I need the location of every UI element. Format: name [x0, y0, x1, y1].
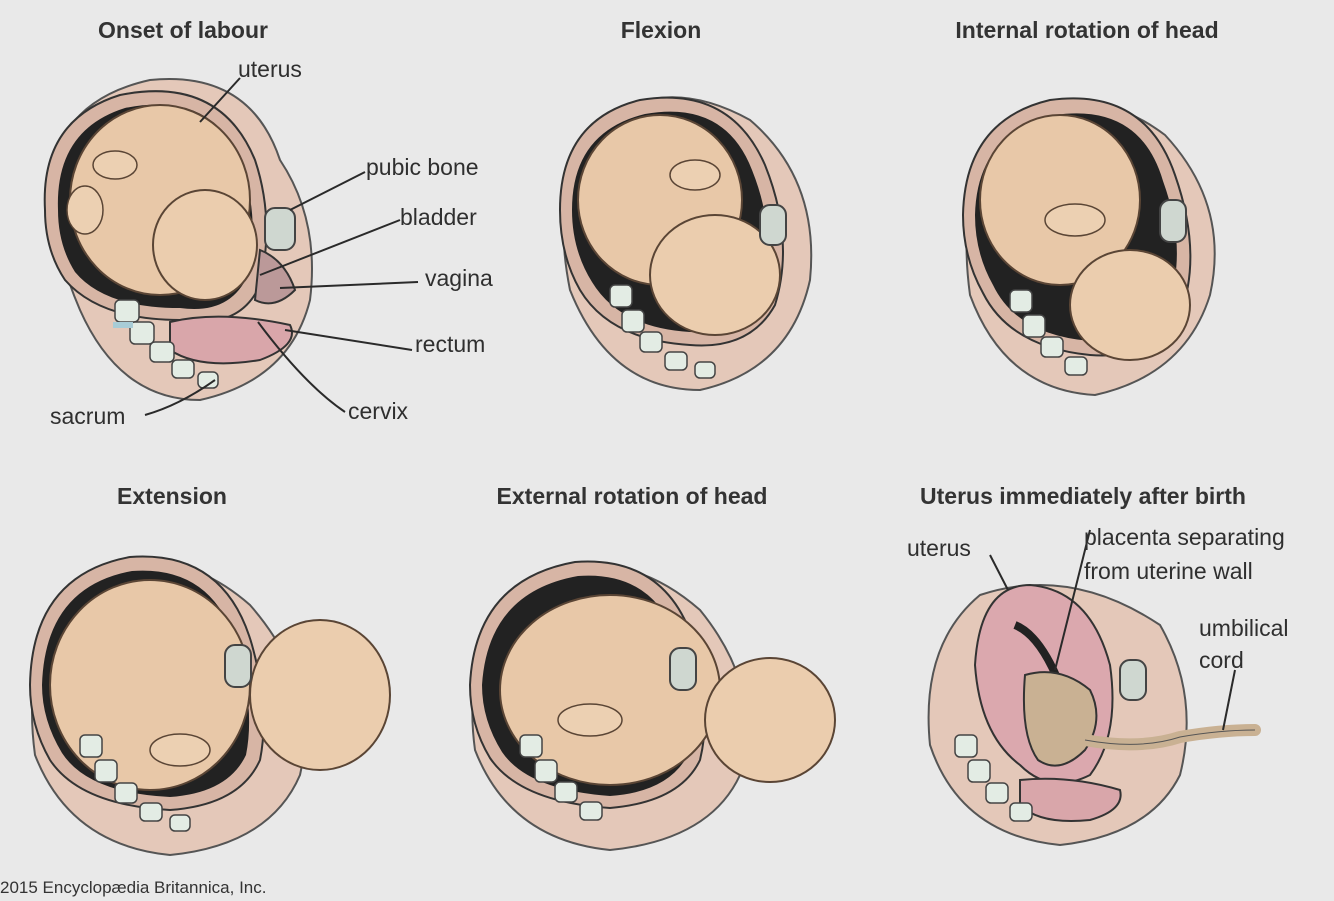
- sacrum-vertebrae: [1009, 289, 1088, 376]
- leader-rectum: [284, 329, 413, 351]
- leader-vagina: [279, 281, 419, 289]
- fetus-head: [704, 657, 836, 783]
- fetus-foot: [92, 150, 138, 180]
- leader-uterus: [199, 77, 241, 123]
- after-birth-illustration: [927, 529, 1261, 847]
- sacrum-vertebrae: [609, 284, 716, 379]
- label-uterus: uterus: [238, 56, 302, 82]
- fetus-foot: [1044, 203, 1106, 237]
- pubic-bone: [1159, 199, 1187, 243]
- label-cord-line2: cord: [1199, 647, 1244, 673]
- pubic-bone: [224, 644, 252, 688]
- label-cervix: cervix: [348, 398, 409, 424]
- fetus-head: [1069, 249, 1191, 361]
- fetus-body: [979, 114, 1141, 286]
- leader-cord: [1222, 669, 1236, 731]
- copyright-credit: 2015 Encyclopædia Britannica, Inc.: [0, 878, 267, 897]
- bladder-vagina: [253, 248, 297, 305]
- label-placenta-line2: from uterine wall: [1084, 558, 1253, 584]
- leader-cervix: [257, 321, 346, 413]
- label-after-uterus: uterus: [907, 535, 971, 561]
- fetus-head: [649, 214, 781, 336]
- leader-placenta: [1054, 529, 1091, 671]
- panel-title-after-birth: Uterus immediately after birth: [920, 483, 1246, 509]
- placenta: [1022, 671, 1098, 767]
- leader-pubic-bone: [289, 171, 366, 211]
- panel-title-extension: Extension: [117, 483, 227, 509]
- sacrum-vertebrae: [79, 734, 191, 832]
- label-sacrum: sacrum: [50, 403, 126, 429]
- fetus-foot: [557, 703, 623, 737]
- panel-title-internal-rotation: Internal rotation of head: [955, 17, 1219, 43]
- sacrum-vertebrae: [519, 734, 603, 821]
- fetus-foot: [669, 159, 721, 191]
- onset-illustration: [43, 77, 419, 416]
- panel-title-flexion: Flexion: [620, 17, 702, 43]
- flexion-illustration: [558, 96, 813, 392]
- label-cord-line1: umbilical: [1199, 615, 1289, 641]
- pubic-bone: [264, 207, 296, 251]
- fetus-foot: [149, 733, 211, 767]
- fetus-head: [249, 619, 391, 771]
- fetus-body: [49, 579, 251, 791]
- label-rectum: rectum: [415, 331, 486, 357]
- label-bladder: bladder: [400, 204, 477, 230]
- label-pubic-bone: pubic bone: [366, 154, 479, 180]
- sacrum-vertebrae: [114, 299, 219, 389]
- extension-illustration: [28, 555, 391, 857]
- leader-sacrum: [144, 379, 216, 416]
- external-rotation-illustration: [468, 560, 836, 852]
- label-vagina: vagina: [425, 265, 493, 291]
- pubic-bone: [759, 204, 787, 246]
- leader-after-uterus: [989, 554, 1009, 591]
- pubic-bone: [669, 647, 697, 691]
- fetus-hand: [66, 185, 104, 235]
- pubic-bone: [1119, 659, 1147, 701]
- label-placenta-line1: placenta separating: [1084, 524, 1285, 550]
- sacrum-vertebrae: [954, 734, 1033, 822]
- fetus-head: [152, 189, 258, 301]
- panel-title-onset: Onset of labour: [98, 17, 268, 43]
- rectum: [1019, 777, 1122, 822]
- rectum: [169, 315, 293, 365]
- internal-rotation-illustration: [961, 97, 1216, 397]
- leader-bladder: [259, 219, 401, 276]
- panel-title-external-rotation: External rotation of head: [496, 483, 768, 509]
